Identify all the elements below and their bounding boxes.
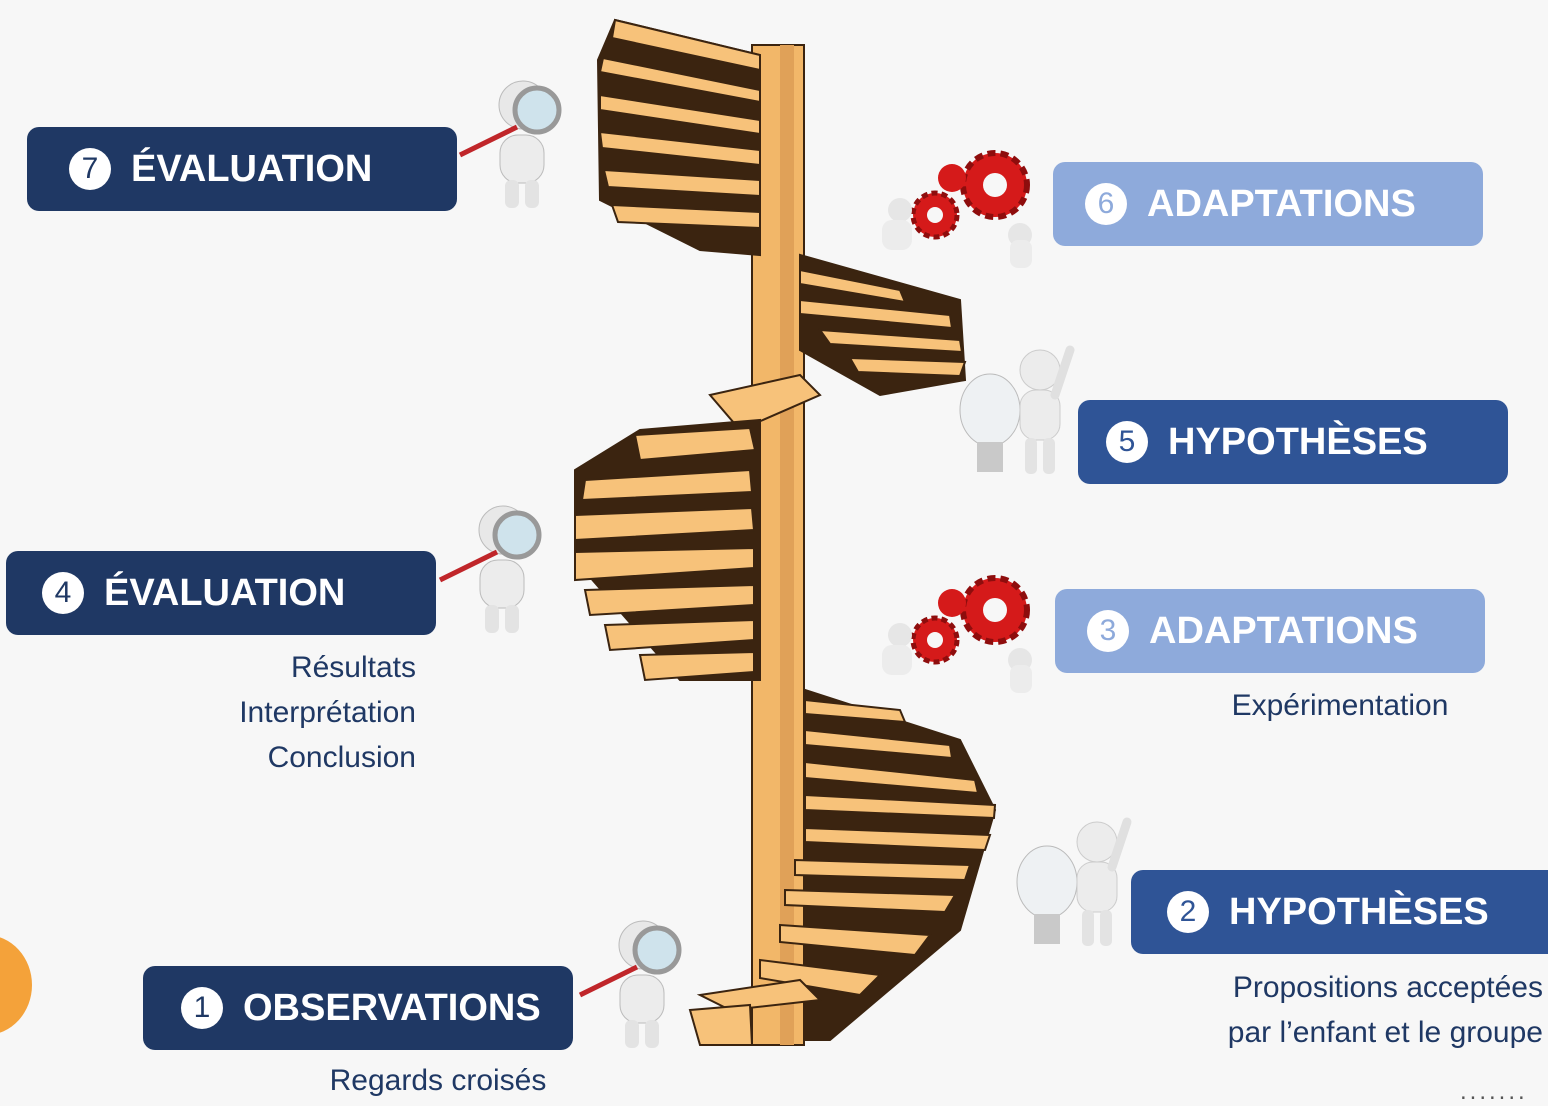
lightbulb-figure-icon — [959, 345, 1075, 474]
step-1-note: Regards croisés — [329, 1064, 547, 1097]
step-1-notes: Regards croisés — [268, 1058, 608, 1103]
step-7-number: 7 — [69, 148, 111, 190]
step-3-note: Expérimentation — [1231, 689, 1449, 722]
step-2-notes: Propositions acceptées par l’enfant et l… — [1120, 965, 1543, 1055]
lightbulb-figure-icon — [1016, 817, 1132, 946]
step-5-label: 5 HYPOTHÈSES — [1078, 400, 1508, 484]
step-2-note: Propositions acceptées — [1232, 971, 1543, 1004]
step-7-title: ÉVALUATION — [131, 147, 373, 190]
step-4-number: 4 — [42, 572, 84, 614]
step-4-notes: Résultats Interprétation Conclusion — [150, 645, 416, 780]
step-3-notes: Expérimentation — [1170, 683, 1510, 728]
step-2-label: 2 HYPOTHÈSES — [1131, 870, 1548, 954]
step-2-title: HYPOTHÈSES — [1229, 890, 1489, 933]
step-1-title: OBSERVATIONS — [243, 986, 541, 1029]
magnifier-figure-icon — [438, 505, 542, 633]
gears-figure-icon — [882, 575, 1032, 693]
step-4-note: Interprétation — [239, 696, 416, 729]
step-1-number: 1 — [181, 987, 223, 1029]
step-5-title: HYPOTHÈSES — [1168, 420, 1428, 463]
step-2-number: 2 — [1167, 891, 1209, 933]
step-2-note: par l’enfant et le groupe — [1227, 1016, 1543, 1049]
step-5-number: 5 — [1106, 421, 1148, 463]
step-1-label: 1 OBSERVATIONS — [143, 966, 573, 1050]
step-6-title: ADAPTATIONS — [1147, 182, 1416, 225]
step-4-label: 4 ÉVALUATION — [6, 551, 436, 635]
step-3-label: 3 ADAPTATIONS — [1055, 589, 1485, 673]
trailing-dots: ....... — [1460, 1078, 1528, 1105]
step-6-number: 6 — [1085, 183, 1127, 225]
magnifier-figure-icon — [578, 920, 682, 1048]
step-7-label: 7 ÉVALUATION — [27, 127, 457, 211]
step-4-note: Conclusion — [267, 741, 416, 774]
magnifier-figure-icon — [458, 80, 562, 208]
step-4-note: Résultats — [290, 651, 416, 684]
step-4-title: ÉVALUATION — [104, 571, 346, 614]
step-3-number: 3 — [1087, 610, 1129, 652]
step-6-label: 6 ADAPTATIONS — [1053, 162, 1483, 246]
step-3-title: ADAPTATIONS — [1149, 609, 1418, 652]
gears-figure-icon — [882, 150, 1032, 268]
